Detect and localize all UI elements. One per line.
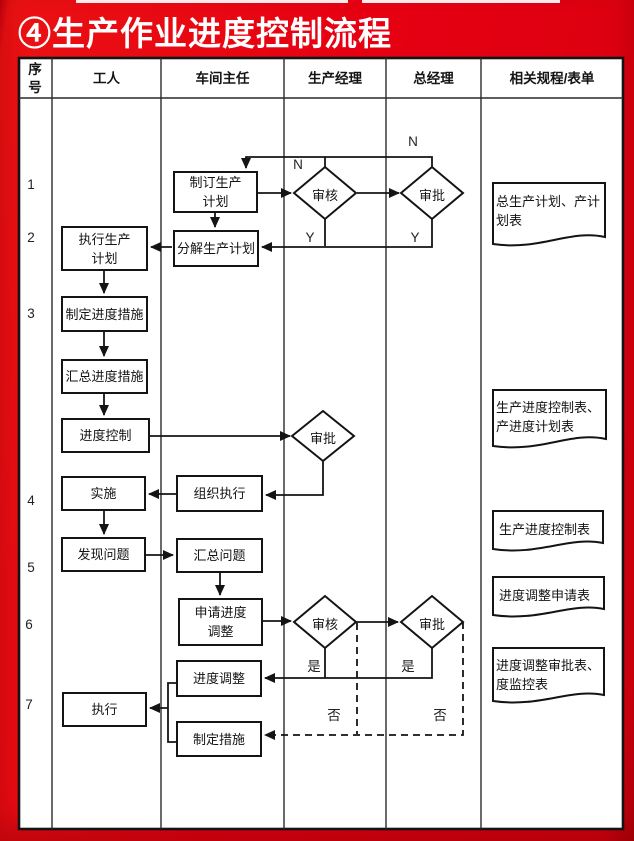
top-cutoff-mark-left bbox=[76, 0, 348, 3]
node-progress-control: 进度控制 bbox=[61, 418, 150, 453]
connector-no-to-makeactions-dashed bbox=[264, 622, 464, 740]
lane-header-general-manager: 总经理 bbox=[413, 71, 454, 86]
lane-header-production-manager: 生产经理 bbox=[308, 71, 362, 86]
diamond-label-approve3: 审批 bbox=[418, 617, 445, 632]
node-find-problems: 发现问题 bbox=[61, 537, 146, 572]
node-summarize-problems: 汇总问题 bbox=[176, 538, 263, 573]
diamond-approve3 bbox=[399, 594, 465, 650]
top-cutoff-mark-right bbox=[362, 0, 560, 3]
row-number-5: 5 bbox=[27, 560, 35, 575]
document-shapes bbox=[492, 182, 607, 704]
node-implement: 实施 bbox=[61, 476, 146, 511]
diamond-approve2 bbox=[290, 409, 356, 463]
branch-label-n-approve1: N bbox=[408, 134, 418, 149]
branch-label-yes-approve3: 是 bbox=[401, 659, 415, 674]
decision-diamonds bbox=[290, 165, 465, 650]
document-shape-1 bbox=[492, 182, 606, 247]
branch-label-no-approve3: 否 bbox=[433, 708, 447, 723]
connector-approve2-organize bbox=[265, 461, 324, 500]
page-title: ④生产作业进度控制流程 bbox=[18, 15, 392, 52]
node-make-measures: 制定进度措施 bbox=[61, 296, 148, 332]
diamond-label-approve1: 审批 bbox=[418, 188, 445, 203]
lane-header-seq: 序 号 bbox=[28, 62, 42, 95]
node-execute: 执行 bbox=[62, 692, 147, 727]
connector-yes-to-adjust bbox=[264, 648, 433, 683]
connector-merge-bracket bbox=[167, 682, 176, 743]
lane-header-workshop-director: 车间主任 bbox=[195, 71, 250, 86]
row-number-4: 4 bbox=[27, 493, 35, 508]
diamond-review1 bbox=[292, 165, 358, 221]
document-shape-5 bbox=[492, 647, 605, 704]
document-label-5: 进度调整审批表、 度监控表 bbox=[496, 658, 601, 692]
node-organize-execution: 组织执行 bbox=[176, 475, 263, 512]
diamond-label-approve2: 审批 bbox=[309, 431, 336, 446]
node-summarize-measures: 汇总进度措施 bbox=[61, 359, 148, 394]
diamond-review2 bbox=[292, 594, 358, 650]
diamond-approve1 bbox=[399, 165, 465, 221]
document-label-2: 生产进度控制表、 产进度计划表 bbox=[496, 400, 601, 434]
row-number-6: 6 bbox=[25, 617, 33, 632]
row-number-7: 7 bbox=[25, 697, 33, 712]
node-split-plan: 分解生产计划 bbox=[173, 230, 259, 267]
node-make-actions: 制定措施 bbox=[176, 721, 262, 757]
document-shape-2 bbox=[492, 389, 607, 449]
node-execute-plan: 执行生产 计划 bbox=[61, 226, 148, 271]
row-number-2: 2 bbox=[27, 230, 35, 245]
document-shape-3 bbox=[492, 510, 604, 552]
row-number-3: 3 bbox=[27, 306, 35, 321]
row-number-1: 1 bbox=[27, 177, 35, 192]
branch-label-yes-review2: 是 bbox=[307, 659, 321, 674]
document-label-1: 总生产计划、产计 划表 bbox=[496, 194, 601, 228]
lane-header-related-docs: 相关规程/表单 bbox=[509, 71, 595, 86]
branch-label-no-review2: 否 bbox=[327, 708, 341, 723]
branch-label-n-review1: N bbox=[293, 157, 303, 172]
diamond-label-review2: 审核 bbox=[311, 617, 338, 632]
node-make-plan: 制订生产 计划 bbox=[173, 171, 258, 213]
flow-connectors bbox=[99, 156, 464, 743]
document-shape-4 bbox=[492, 576, 605, 618]
connector-n-feedback bbox=[241, 156, 433, 169]
lane-header-worker: 工人 bbox=[93, 71, 120, 86]
diamond-label-review1: 审核 bbox=[311, 188, 338, 203]
branch-label-y-review1: Y bbox=[305, 230, 315, 245]
branch-label-y-approve1: Y bbox=[410, 230, 420, 245]
document-label-3: 生产进度控制表 bbox=[499, 522, 591, 537]
node-adjust-progress: 进度调整 bbox=[176, 660, 262, 697]
connector-y-to-splitplan bbox=[261, 219, 433, 252]
document-label-4: 进度调整申请表 bbox=[499, 588, 591, 603]
node-apply-adjustment: 申请进度 调整 bbox=[178, 598, 263, 646]
